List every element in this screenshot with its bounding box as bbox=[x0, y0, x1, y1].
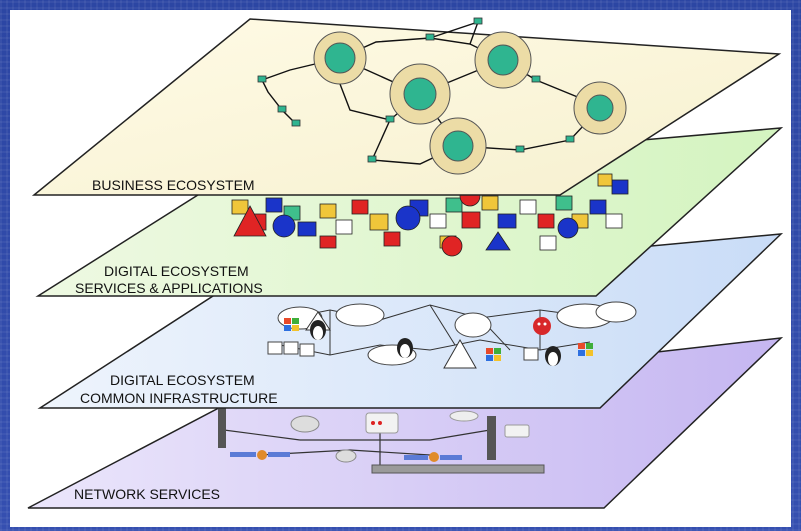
layer-label-services-line2: SERVICES & APPLICATIONS bbox=[75, 280, 263, 296]
layer-label-business: BUSINESS ECOSYSTEM bbox=[92, 177, 255, 193]
layer-business: BUSINESS ECOSYSTEM bbox=[31, 17, 782, 196]
router-icon bbox=[449, 410, 479, 422]
puzzle-piece-cluster bbox=[231, 173, 629, 257]
puzzle-piece-icon bbox=[267, 341, 539, 361]
windows-logo-icon bbox=[284, 318, 593, 361]
infrastructure-network bbox=[279, 304, 601, 356]
business-leaf-nodes bbox=[257, 17, 575, 163]
server-icon bbox=[218, 408, 545, 474]
penguin-icon bbox=[310, 320, 561, 366]
layer-label-infrastructure-line1: DIGITAL ECOSYSTEM bbox=[110, 372, 255, 388]
layer-label-network: NETWORK SERVICES bbox=[74, 486, 220, 502]
layer-label-services-line1: DIGITAL ECOSYSTEM bbox=[104, 263, 249, 279]
satellite-icon bbox=[230, 450, 462, 462]
hub-node-icon bbox=[313, 31, 627, 175]
layer-label-infrastructure-line2: COMMON INFRASTRUCTURE bbox=[80, 390, 278, 406]
satellite-dish-icon bbox=[290, 415, 357, 463]
devil-icon bbox=[533, 317, 551, 335]
